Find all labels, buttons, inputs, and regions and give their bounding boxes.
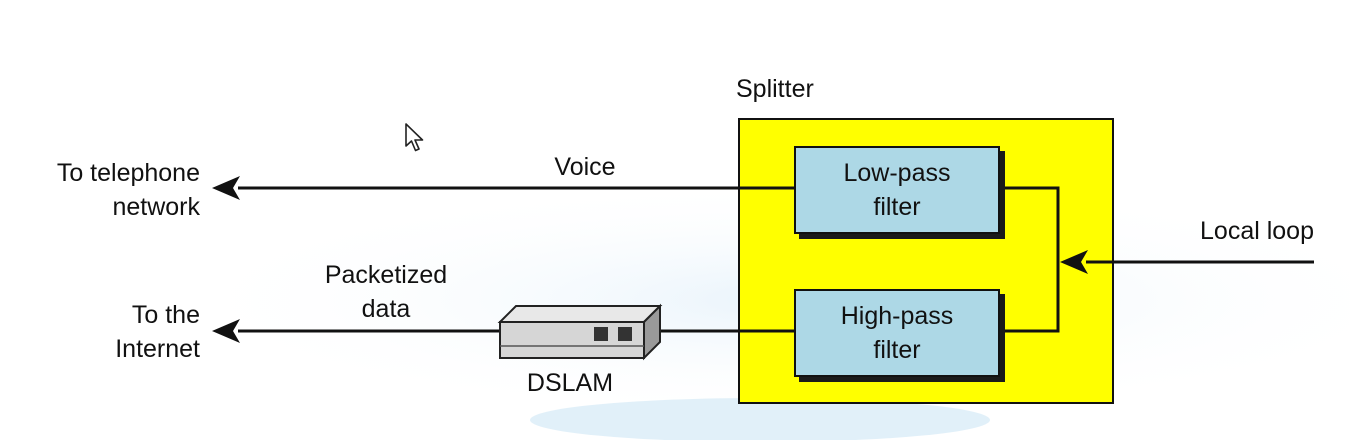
high-pass-filter: High-pass filter <box>794 289 1000 377</box>
voice-label: Voice <box>554 153 616 181</box>
local-loop-arrowhead <box>1060 250 1088 274</box>
internet-line-2: Internet <box>115 335 200 363</box>
packetized-data-line-2: data <box>361 295 411 323</box>
telephone-network-line-2: network <box>112 193 200 221</box>
dslam-label: DSLAM <box>526 369 614 397</box>
internet-label: To the Internet <box>20 298 200 366</box>
voice-arrowhead <box>212 176 240 200</box>
local-loop-label: Local loop <box>1200 217 1314 245</box>
low-pass-filter: Low-pass filter <box>794 146 1000 234</box>
dslam-device <box>497 303 663 361</box>
packetized-data-label: Packetized data <box>306 258 466 326</box>
internet-arrowhead <box>212 319 240 343</box>
packetized-data-line-1: Packetized <box>324 261 448 289</box>
low-pass-filter-line-2: filter <box>873 193 921 221</box>
telephone-network-label: To telephone network <box>20 156 200 224</box>
mouse-pointer-icon <box>405 123 424 152</box>
splitter-label: Splitter <box>736 75 814 103</box>
high-pass-filter-line-1: High-pass <box>840 302 954 330</box>
filter-bus-line <box>1002 186 1060 333</box>
low-pass-filter-line-1: Low-pass <box>843 159 951 187</box>
high-pass-filter-line-2: filter <box>873 336 921 364</box>
internet-line-1: To the <box>131 301 200 329</box>
telephone-network-line-1: To telephone <box>56 159 200 187</box>
